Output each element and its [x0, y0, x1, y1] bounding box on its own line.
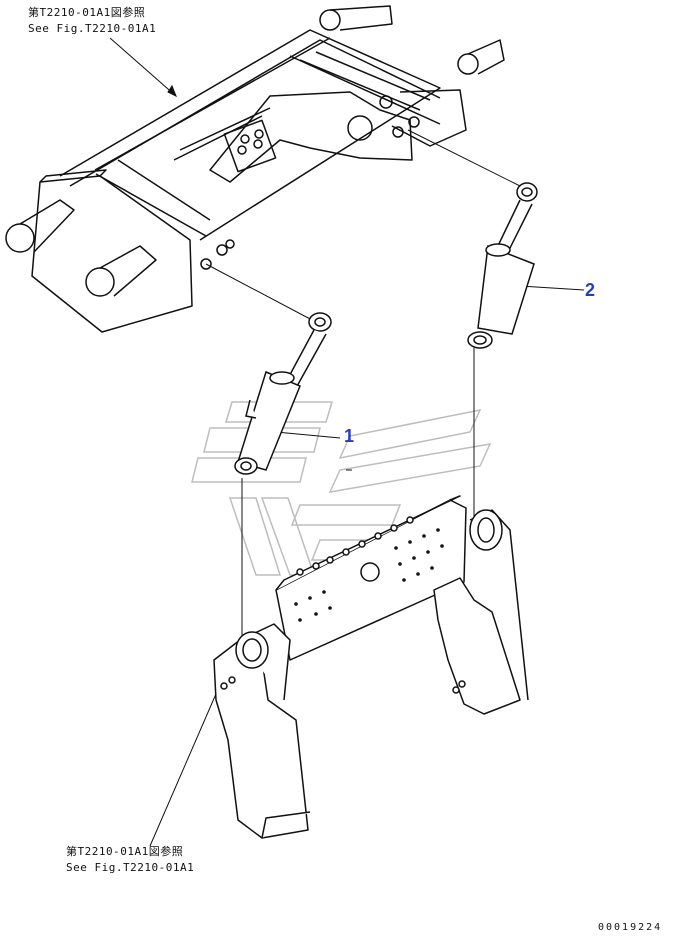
top-reference-jp: 第T2210-01A1図参照: [28, 6, 146, 19]
hydraulic-cylinder-1: [234, 312, 332, 475]
document-number: 00019224: [598, 922, 663, 933]
callout-part-2: 2: [585, 280, 596, 300]
hydraulic-cylinder-2: [467, 182, 538, 349]
callout-part-1: 1: [344, 426, 355, 446]
bottom-reference-jp: 第T2210-01A1図参照: [66, 845, 184, 858]
bottom-reference-en: See Fig.T2210-01A1: [66, 861, 195, 874]
top-reference-en: See Fig.T2210-01A1: [28, 22, 157, 35]
lower-frame: [213, 495, 529, 839]
upper-frame: [5, 5, 505, 333]
